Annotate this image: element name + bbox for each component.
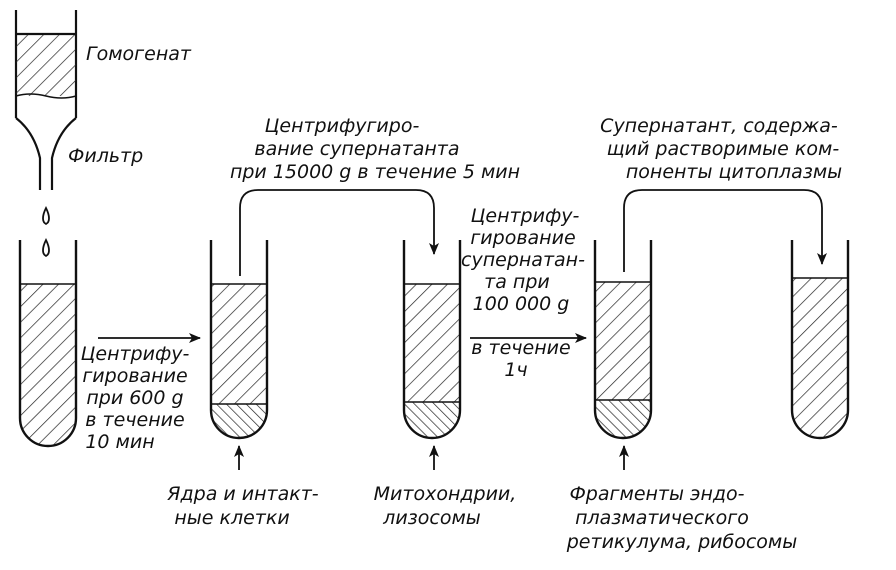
arrow-step-2 — [239, 189, 439, 276]
label-step-2: Центрифугиро- вание супернатанта при 150… — [230, 115, 520, 183]
tube-homogenate — [18, 240, 78, 448]
label-homogenate: Гомогенат — [86, 43, 192, 65]
label-fraction-2: Митохондрии, лизосомы — [374, 483, 523, 529]
tube-supernatant — [790, 240, 850, 440]
funnel — [14, 10, 78, 190]
tube-fraction-1 — [209, 240, 269, 440]
label-step-4: Супернатант, содержа- щий растворимые ко… — [600, 115, 845, 183]
label-step-3: Центрифу- гирование супернатан- та при 1… — [461, 205, 591, 381]
label-filter: Фильтр — [68, 145, 143, 167]
label-step-1: Центрифу- гирование при 600 g в течение … — [81, 343, 196, 453]
arrow-step-4 — [623, 189, 827, 272]
label-fraction-3: Фрагменты эндо- плазматического ретикулу… — [566, 483, 798, 553]
tube-fraction-3 — [593, 240, 653, 440]
tube-fraction-2 — [402, 240, 462, 440]
label-fraction-1: Ядра и интакт- ные клетки — [166, 483, 324, 529]
drops — [42, 205, 50, 258]
